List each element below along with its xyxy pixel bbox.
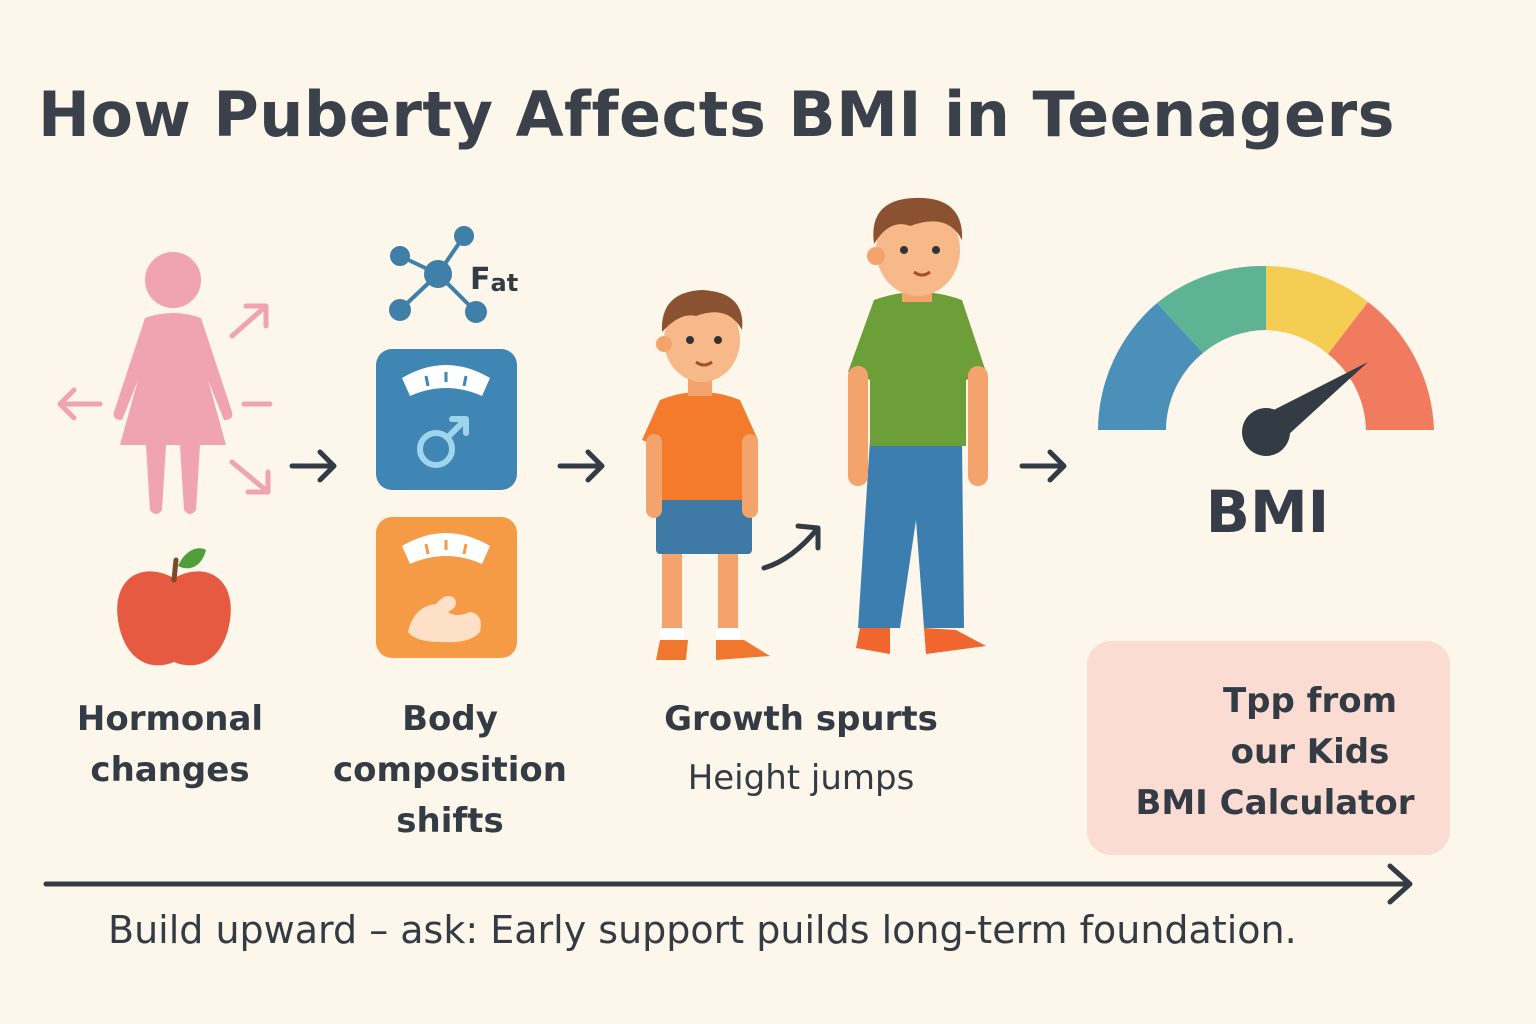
- step-growth-label: Growth spurts Height jumps: [636, 694, 966, 804]
- bmi-gauge-icon: [1098, 265, 1434, 456]
- timeline-arrow: [43, 863, 1413, 905]
- fat-molecule-icon: [389, 226, 487, 323]
- scale-muscle-icon: [376, 517, 517, 658]
- step-body-composition-label: Body composition shifts: [333, 699, 567, 841]
- gauge-segment-yellow: [1266, 266, 1368, 354]
- hormone-arrows-icon: [57, 303, 273, 495]
- tip-text: Tpp from our Kids BMI Calculator: [1135, 681, 1415, 823]
- gauge-label: BMI: [1205, 478, 1330, 546]
- gauge-segment-green: [1157, 265, 1266, 353]
- flow-arrow-1: [289, 449, 337, 483]
- flow-arrow-2: [557, 449, 605, 483]
- scale-male-icon: [376, 349, 517, 490]
- fat-label: Fat: [470, 262, 519, 297]
- flow-arrow-3: [1019, 449, 1067, 483]
- apple-icon: [117, 548, 231, 666]
- page-title: How Puberty Affects BMI in Teenagers: [38, 78, 1396, 151]
- gauge-segment-red: [1328, 302, 1434, 430]
- gauge-segment-blue: [1098, 303, 1203, 430]
- tall-boy-icon: [848, 197, 988, 654]
- footer-note: Build upward – ask: Early support puilds…: [108, 908, 1297, 952]
- tip-box: [1087, 641, 1450, 855]
- step-growth-sublabel: Height jumps: [687, 758, 915, 798]
- growth-arrow-icon: [761, 523, 821, 571]
- female-figure-icon: [113, 252, 233, 514]
- step-hormonal-label: Hormonal changes: [76, 699, 264, 790]
- small-boy-icon: [642, 290, 770, 660]
